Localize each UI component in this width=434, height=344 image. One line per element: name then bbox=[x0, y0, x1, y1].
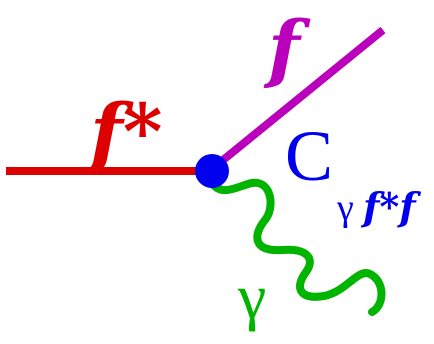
photon-label: γ bbox=[237, 261, 266, 332]
fermion-out-line bbox=[209, 26, 386, 173]
coupling-main-label: C bbox=[285, 116, 333, 196]
vertex-dot bbox=[195, 154, 229, 188]
fermion-in-label: f* bbox=[85, 87, 162, 176]
fermion-out-label: f bbox=[263, 6, 311, 92]
coupling-sub-gamma-label: γ bbox=[336, 187, 354, 229]
coupling-sub-ff-label: f*f bbox=[360, 184, 421, 229]
photon-wavy-line bbox=[208, 178, 386, 316]
